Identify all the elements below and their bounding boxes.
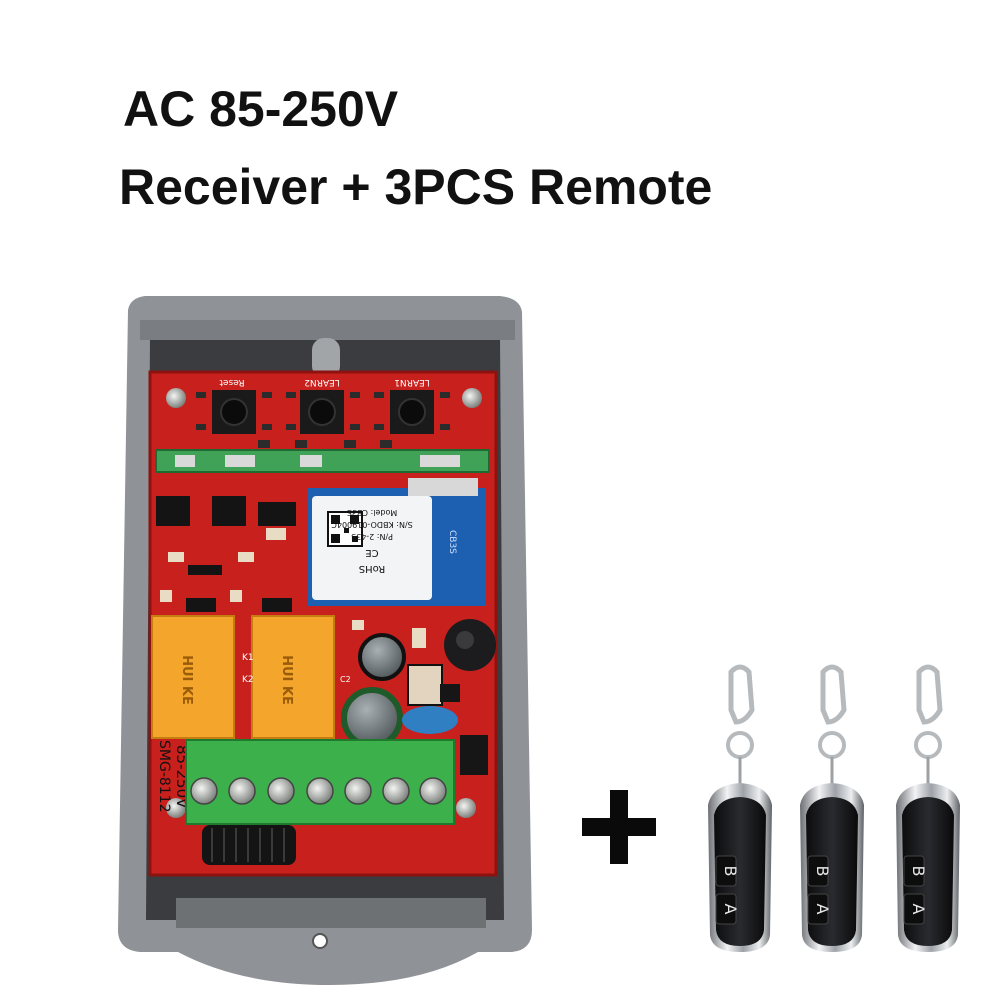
- remote-button-a: A: [721, 904, 740, 915]
- remote-button-b: B: [909, 866, 928, 877]
- board-model-marking: SMG-8112: [156, 740, 172, 813]
- screw-icon: [166, 388, 186, 408]
- film-capacitor: [402, 706, 458, 734]
- learn-buttons: [212, 390, 434, 434]
- screw-icon: [166, 798, 186, 818]
- headline-package: Receiver + 3PCS Remote: [119, 159, 713, 215]
- relay-brand: HUI KE: [179, 655, 194, 705]
- plus-icon: [582, 790, 656, 864]
- remote-button-b: B: [813, 866, 832, 877]
- keyring-clip-icon: [916, 664, 943, 725]
- capacitor-large: [341, 687, 403, 749]
- model-number: Model: CB3S: [347, 508, 398, 517]
- keyring-clip-icon: [728, 664, 755, 725]
- relay-k1: [151, 615, 235, 739]
- mounting-hole-icon: [312, 933, 328, 949]
- learn1-button-icon: [398, 398, 426, 426]
- receiver-unit: Reset LEARN2 LEARN1: [118, 296, 532, 985]
- ce-mark: CE: [365, 547, 378, 558]
- screw-icon: [462, 388, 482, 408]
- relay-label-k2: K2: [242, 675, 254, 685]
- learn2-label: LEARN2: [304, 377, 340, 387]
- remote-button-a: A: [813, 904, 832, 915]
- relay-label-k1: K1: [242, 653, 254, 663]
- terminal-screws: [190, 777, 447, 805]
- keyring-clip-icon: [820, 664, 847, 725]
- remote-fob: B A: [708, 664, 772, 952]
- remote-button-b: B: [721, 866, 740, 877]
- headline: AC 85-250V Receiver + 3PCS Remote: [0, 0, 1000, 260]
- headline-voltage: AC 85-250V: [123, 81, 399, 137]
- capacitor-label: C2: [340, 675, 351, 684]
- module-id: CB3S: [447, 530, 457, 554]
- reset-label: Reset: [219, 377, 245, 387]
- relay-brand: HUI KE: [279, 655, 294, 705]
- serial-number: S/N: KBDO-019004C: [331, 520, 413, 529]
- qr-code-icon: [327, 511, 363, 547]
- part-number: P/N: 2-433: [351, 532, 393, 541]
- reset-button-icon: [220, 398, 248, 426]
- learn1-label: LEARN1: [394, 377, 430, 387]
- screw-icon: [456, 798, 476, 818]
- rohs-text: RoHS: [359, 563, 385, 574]
- remote-button-a: A: [909, 904, 928, 915]
- relay-k2: [251, 615, 335, 739]
- learn2-button-icon: [308, 398, 336, 426]
- remote-fob: B A: [800, 664, 864, 952]
- capacitor-small: [358, 633, 406, 681]
- remote-fob: B A: [896, 664, 960, 952]
